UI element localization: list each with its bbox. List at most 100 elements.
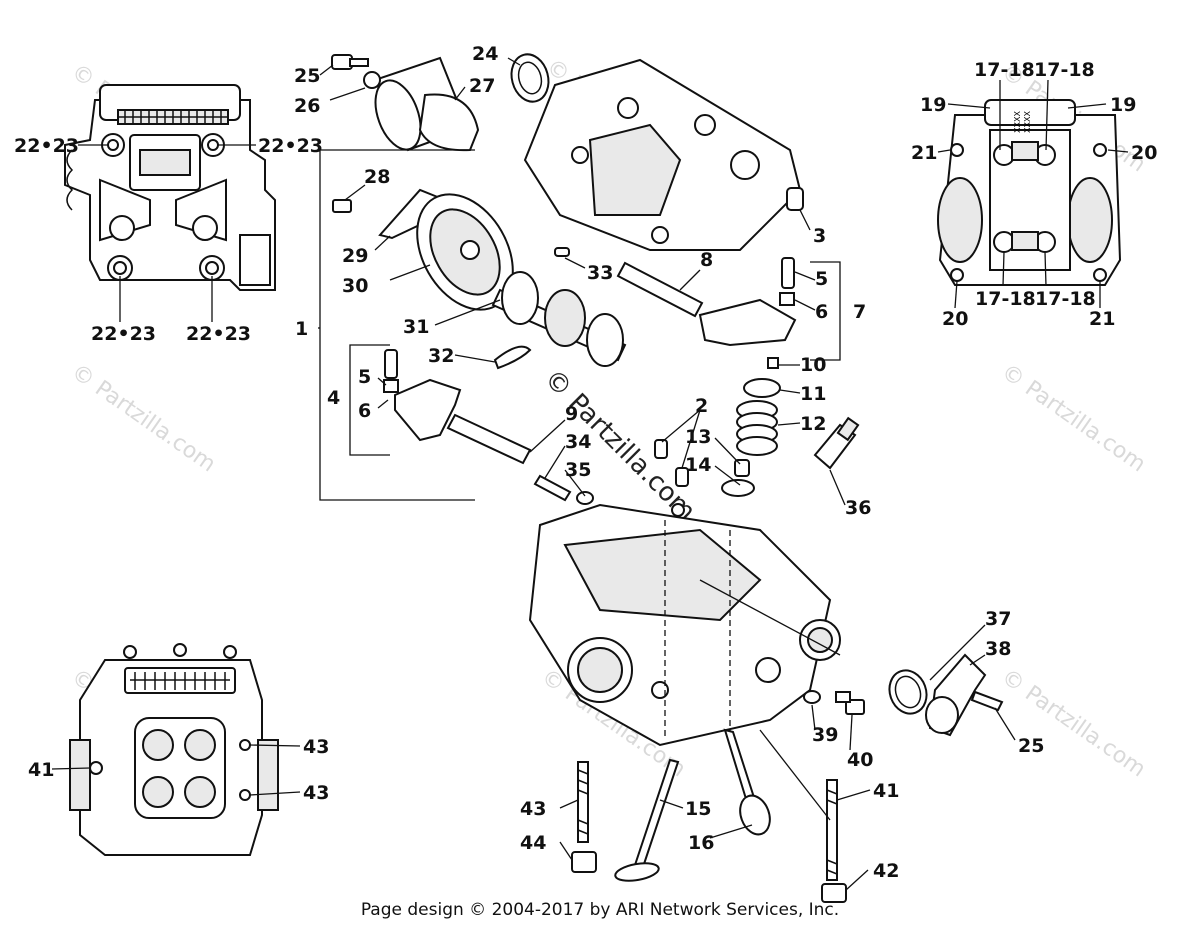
bolt-25b (970, 690, 1004, 712)
clip-32 (493, 345, 532, 370)
main-exploded-view (319, 53, 1004, 903)
callout-tr-17-18-d: 17-18 (1035, 288, 1096, 310)
plug-3 (786, 187, 804, 211)
callout-33: 33 (587, 262, 613, 284)
keeper-10 (767, 357, 779, 369)
callout-tr-20-b: 20 (942, 308, 968, 330)
callout-28: 28 (364, 166, 390, 188)
bolt-28 (332, 199, 352, 213)
washer-39 (803, 690, 821, 704)
callout-36: 36 (845, 497, 871, 519)
callout-tr-17-18-c: 17-18 (975, 288, 1036, 310)
callout-7: 7 (853, 301, 866, 323)
callout-41: 41 (873, 780, 899, 802)
watermark-5: © Partzilla.com (997, 359, 1150, 477)
intake-pipe-38 (925, 653, 987, 737)
pin-33 (554, 247, 570, 257)
valve-15 (614, 758, 680, 882)
rocker-shaft-9 (446, 413, 532, 465)
cam-mark-b: XXXX (1023, 111, 1032, 133)
nut-44 (571, 851, 597, 873)
callout-tr-17-18-b: 17-18 (1034, 59, 1095, 81)
leader-lines (51, 57, 1129, 891)
washer-35 (576, 491, 594, 505)
valve-16 (723, 728, 771, 836)
callout-14: 14 (685, 454, 711, 476)
dowel-2a (654, 439, 668, 459)
callout-42: 42 (873, 860, 899, 882)
callout-25: 25 (294, 65, 320, 87)
rocker-arm-left (383, 349, 462, 442)
spring-seat-14 (721, 479, 755, 497)
stud-43 (577, 761, 589, 843)
cover-bolt-25 (331, 54, 369, 70)
inset-head-underside: XXXX XXXX (937, 99, 1122, 286)
callout-24: 24 (472, 43, 498, 65)
cylinder-head (528, 503, 841, 747)
bolt-34 (533, 474, 572, 502)
inset-combustion-view (69, 643, 279, 856)
nut-42 (821, 883, 847, 903)
callout-labels: 25 26 27 24 3 28 29 30 33 31 32 1 8 5 6 … (14, 43, 1157, 882)
seal-24 (510, 53, 550, 103)
callout-tl-22-23-d: 22•23 (186, 323, 251, 345)
callout-43: 43 (520, 798, 546, 820)
callout-4: 4 (327, 387, 340, 409)
retainer-11 (743, 378, 781, 398)
callout-bl-43-a: 43 (303, 736, 329, 758)
callout-40: 40 (847, 749, 873, 771)
callout-34: 34 (565, 431, 591, 453)
o-ring-37 (888, 669, 928, 715)
rocker-arm-right (698, 257, 797, 347)
callout-tr-19-a: 19 (920, 94, 946, 116)
callout-tl-22-23-a: 22•23 (14, 135, 79, 157)
callout-30: 30 (342, 275, 368, 297)
callout-tr-20-a: 20 (1131, 142, 1157, 164)
watermark-4: © Partzilla.com (67, 359, 220, 477)
callout-1: 1 (295, 318, 308, 340)
callout-bl-41: 41 (28, 759, 54, 781)
callout-27: 27 (469, 75, 495, 97)
callout-16: 16 (688, 832, 714, 854)
footer-copyright: Page design © 2004-2017 by ARI Network S… (360, 900, 840, 920)
watermark-8: © Partzilla.com (997, 664, 1150, 782)
group-1-bracket (319, 149, 475, 501)
callout-35: 35 (565, 459, 591, 481)
cam-mark-a: XXXX (1013, 111, 1022, 133)
cam-sprocket-30 (416, 193, 514, 311)
callout-tr-21-b: 21 (1089, 308, 1115, 330)
stud-41 (826, 779, 838, 881)
camshaft-31 (491, 271, 627, 367)
spark-plug-36 (813, 416, 860, 470)
callout-25b: 25 (1018, 735, 1044, 757)
callout-6b: 6 (358, 400, 371, 422)
callout-3: 3 (813, 225, 826, 247)
callout-26: 26 (294, 95, 320, 117)
valve-seal-13 (734, 459, 750, 477)
callout-13: 13 (685, 426, 711, 448)
group-4-bracket (349, 344, 390, 456)
inset-head-top-view (64, 84, 276, 291)
valve-cover (523, 58, 802, 251)
callout-10: 10 (800, 354, 826, 376)
callout-tl-22-23-c: 22•23 (91, 323, 156, 345)
callout-tr-21-a: 21 (911, 142, 937, 164)
callout-37: 37 (985, 608, 1011, 630)
callout-15: 15 (685, 798, 711, 820)
callout-44: 44 (520, 832, 546, 854)
callout-5a: 5 (815, 268, 828, 290)
callout-8: 8 (700, 249, 713, 271)
callout-31: 31 (403, 316, 429, 338)
plug-40 (835, 691, 865, 715)
spring-12 (736, 400, 778, 456)
group-7-bracket (810, 261, 841, 361)
callout-11: 11 (800, 383, 826, 405)
callout-2: 2 (695, 395, 708, 417)
callout-5b: 5 (358, 366, 371, 388)
callout-38: 38 (985, 638, 1011, 660)
gasket-27 (418, 93, 480, 152)
callout-29: 29 (342, 245, 368, 267)
callout-9: 9 (565, 403, 578, 425)
callout-32: 32 (428, 345, 454, 367)
callout-tr-17-18-a: 17-18 (974, 59, 1035, 81)
